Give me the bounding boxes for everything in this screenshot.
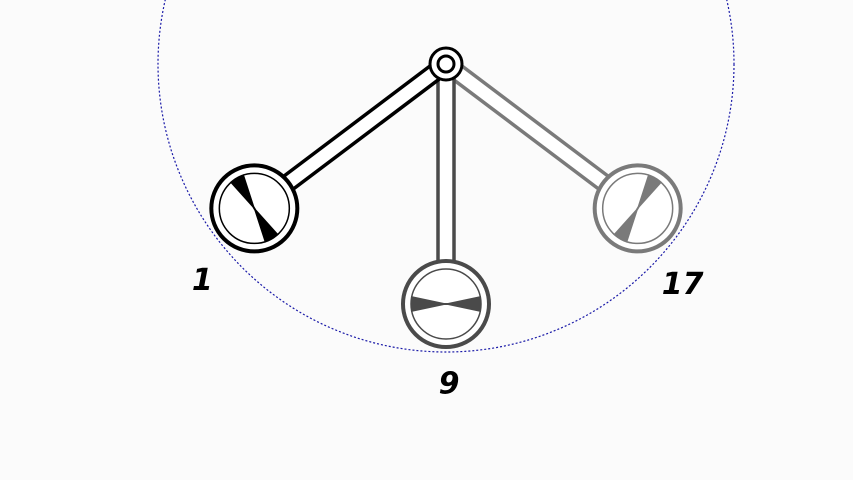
pendulum-frame-1: 1: [192, 55, 454, 298]
frame-label-9: 9: [439, 367, 460, 402]
pendulum-frame-9: 9: [401, 62, 491, 402]
swing-path-circle: [157, 0, 735, 353]
propeller-blade: [411, 296, 481, 312]
frame-label-1: 1: [192, 263, 213, 298]
pendulum-rod: [438, 55, 614, 194]
frame-label-17: 17: [662, 267, 704, 302]
pendulum-rod: [278, 55, 454, 194]
propeller-blade: [229, 174, 279, 243]
pivot-joint: [428, 46, 464, 82]
propeller-blade: [613, 174, 663, 243]
pivot-inner-ring: [436, 54, 456, 74]
pendulum-frame-17: 17: [438, 55, 704, 302]
pendulum-rod: [436, 62, 456, 267]
